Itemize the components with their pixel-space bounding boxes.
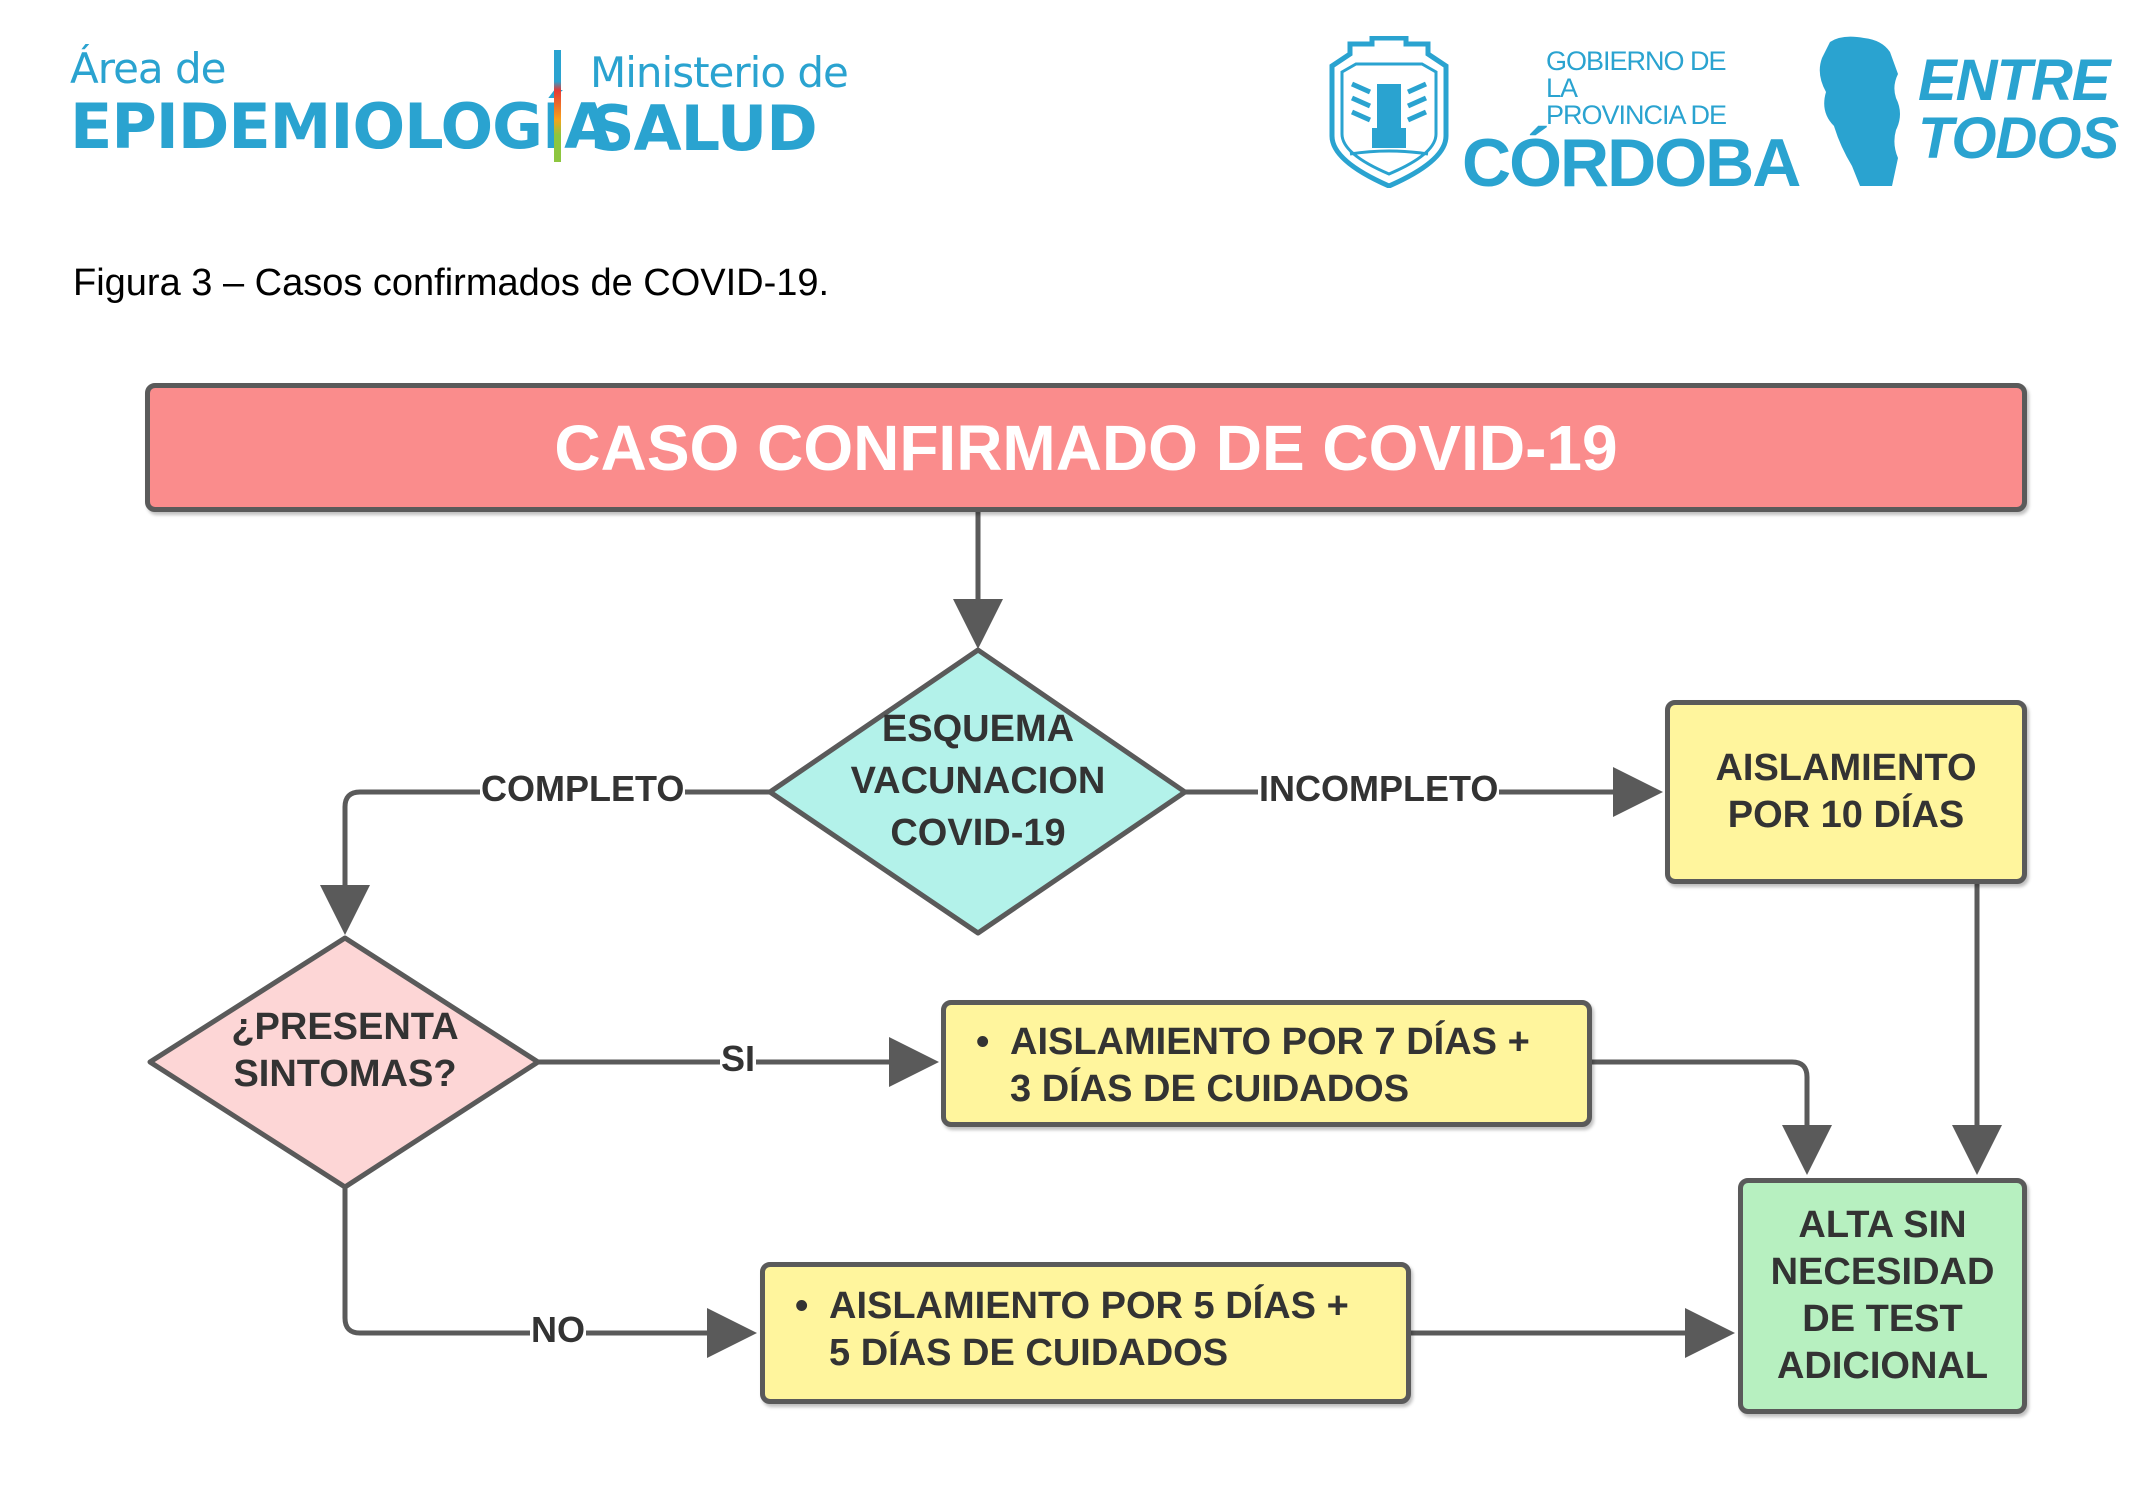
aislamiento-10-line2: POR 10 DÍAS [1727,794,1965,836]
aislamiento-5-line1: AISLAMIENTO POR 5 DÍAS + [829,1285,1349,1327]
aislamiento-5-line2: 5 DÍAS DE CUIDADOS [829,1332,1229,1374]
entre-todos-logo: ENTRE TODOS [1918,48,2119,171]
alta-line3: DE TEST [1802,1298,1963,1340]
gobierno-logo-line3: CÓRDOBA [1462,125,1801,201]
aislamiento-7-line2: 3 DÍAS DE CUIDADOS [1010,1068,1410,1110]
gobierno-logo-line1: GOBIERNO DE LA [1546,46,1727,103]
decision-sintomas-shape [147,935,541,1190]
entre-todos-line1: ENTRE [1918,48,2111,113]
start-node-caso-confirmado: CASO CONFIRMADO DE COVID-19 [145,383,2027,512]
alta-line4: ADICIONAL [1776,1345,1989,1387]
decision-vacunacion-line3: COVID-19 [890,812,1066,854]
decision-sintomas-line1: ¿PRESENTA [231,1006,459,1048]
decision-vacunacion-line2: VACUNACION [850,760,1106,802]
node-aislamiento-5-dias: • AISLAMIENTO POR 5 DÍAS + 5 DÍAS DE CUID… [760,1262,1411,1404]
gobierno-logo-line2: PROVINCIA DE [1546,100,1727,130]
bullet-icon: • [795,1285,809,1327]
node-alta-sin-test: ALTA SIN NECESIDAD DE TEST ADICIONAL [1738,1178,2027,1414]
alta-line2: NECESIDAD [1770,1251,1995,1293]
aislamiento-7-line1: AISLAMIENTO POR 7 DÍAS + [1010,1021,1530,1063]
edge-label-incompleto: INCOMPLETO [1258,768,1500,809]
edge-no [342,1187,757,1358]
alta-line1: ALTA SIN [1798,1204,1967,1246]
bullet-icon: • [976,1021,990,1063]
edge-completo [320,789,770,935]
edge-label-no: NO [530,1309,586,1350]
decision-sintomas-line2: SINTOMAS? [233,1053,457,1095]
epidemiologia-logo: Área de EPIDEMIOLOGÍA [70,44,612,163]
edge-aislamiento7-to-alta [1592,1059,1832,1175]
ministerio-salud-logo: Ministerio de SALUD [590,48,849,165]
cordoba-map-icon [1819,36,1900,186]
edge-label-si: SI [720,1038,757,1079]
start-node-label: CASO CONFIRMADO DE COVID-19 [554,411,1618,484]
logo-divider [554,50,561,162]
ministerio-logo-line1: Ministerio de [590,48,849,97]
decision-vacunacion-line1: ESQUEMA [881,708,1075,750]
ministerio-logo-line2: SALUD [590,92,818,165]
aislamiento-10-line1: AISLAMIENTO [1715,747,1977,789]
decision-vacunacion: ESQUEMA VACUNACION COVID-19 [828,706,1128,857]
decision-sintomas: ¿PRESENTA SINTOMAS? [200,1004,490,1098]
epidemiologia-logo-line2: EPIDEMIOLOGÍA [70,90,612,163]
decision-vacunacion-shape [767,647,1188,936]
node-aislamiento-10-dias: AISLAMIENTO POR 10 DÍAS [1665,700,2027,884]
figure-caption: Figura 3 – Casos confirmados de COVID-19… [73,262,830,304]
cordoba-shield-icon [1329,36,1449,188]
epidemiologia-logo-line1: Área de [70,44,227,93]
entre-todos-line2: TODOS [1918,106,2119,171]
edge-label-completo: COMPLETO [480,768,686,809]
gobierno-cordoba-logo: GOBIERNO DE LA PROVINCIA DE CÓRDOBA [1462,46,1801,201]
node-aislamiento-7-dias: • AISLAMIENTO POR 7 DÍAS + 3 DÍAS DE CUID… [941,1000,1592,1127]
